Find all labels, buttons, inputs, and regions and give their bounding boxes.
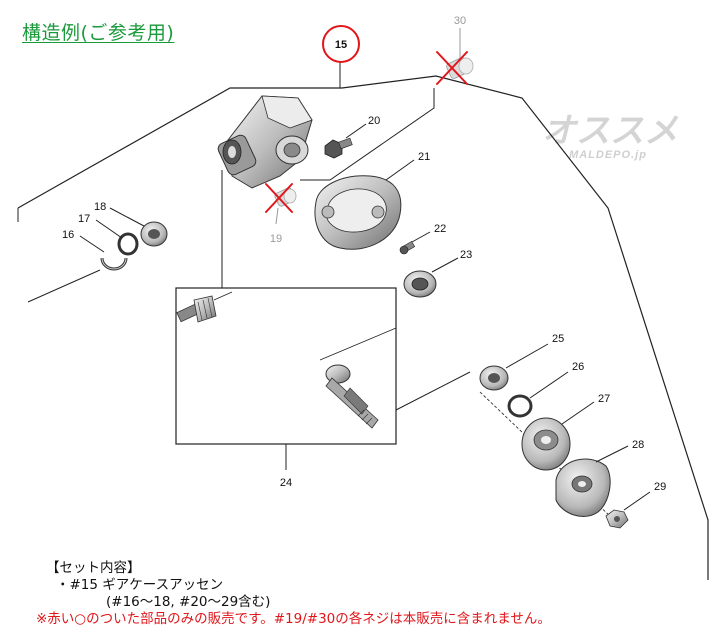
set-contents-line1: ・#15 ギアケースアッセン bbox=[56, 577, 224, 593]
label-28: 28 bbox=[632, 439, 644, 451]
label-18: 18 bbox=[94, 201, 106, 213]
selected-marker-15 bbox=[322, 25, 360, 63]
cup-28 bbox=[555, 458, 611, 517]
label-29: 29 bbox=[654, 481, 666, 493]
gear-case-part bbox=[217, 95, 313, 189]
leader-26 bbox=[529, 371, 569, 399]
pinion-gear-24a bbox=[176, 295, 217, 323]
leader-19 bbox=[275, 207, 279, 225]
label-30: 30 bbox=[454, 15, 466, 27]
bearing-23 bbox=[403, 270, 437, 298]
leader-16 bbox=[79, 235, 105, 253]
snap-ring-16 bbox=[100, 257, 128, 271]
label-27: 27 bbox=[598, 393, 610, 405]
bolt-20 bbox=[324, 137, 353, 159]
label-23: 23 bbox=[460, 249, 472, 261]
shaft-axis bbox=[319, 327, 397, 361]
screw-22 bbox=[399, 240, 416, 255]
leader-18 bbox=[109, 207, 145, 227]
watermark-url: MALDEPO.jp bbox=[569, 149, 647, 161]
watermark-logo: オススメ bbox=[542, 112, 679, 150]
leader-29 bbox=[623, 491, 651, 511]
snap-ring-26 bbox=[507, 394, 533, 418]
label-22: 22 bbox=[434, 223, 446, 235]
label-25: 25 bbox=[552, 333, 564, 345]
outline-frame bbox=[17, 75, 709, 580]
leader-23 bbox=[431, 257, 459, 273]
bearing-18 bbox=[140, 221, 168, 247]
label-16: 16 bbox=[62, 229, 74, 241]
axis-box-right bbox=[395, 371, 471, 411]
bracket-30 bbox=[300, 88, 435, 181]
nut-29 bbox=[605, 509, 629, 529]
label-15: 15 bbox=[335, 39, 347, 51]
label-24: 24 bbox=[280, 477, 292, 489]
axis-left bbox=[27, 269, 101, 303]
excluded-mark-19 bbox=[265, 183, 293, 213]
label-20: 20 bbox=[368, 115, 380, 127]
label-19: 19 bbox=[270, 233, 282, 245]
screw-19 bbox=[274, 187, 297, 207]
box-link-2 bbox=[213, 291, 233, 301]
sale-warning: ※赤い○のついた部品のみの販売です。#19/#30の各ネジは本販売に含まれません… bbox=[36, 611, 551, 627]
ring-17 bbox=[117, 232, 139, 256]
label-17: 17 bbox=[78, 213, 90, 225]
diagram-title: 構造例(ご参考用) bbox=[22, 22, 175, 44]
leader-20 bbox=[345, 123, 367, 139]
set-contents-heading: 【セット内容】 bbox=[46, 560, 141, 576]
output-shaft-24b bbox=[325, 364, 379, 429]
screw-30 bbox=[446, 57, 474, 79]
leader-21 bbox=[385, 159, 415, 181]
excluded-mark-30 bbox=[436, 51, 468, 85]
set-contents-line2: (#16～18, #20～29含む) bbox=[106, 594, 271, 610]
leader-25 bbox=[505, 343, 549, 369]
holder-plate-27 bbox=[521, 417, 571, 471]
leader-17 bbox=[95, 219, 123, 239]
leader-27 bbox=[561, 401, 595, 425]
label-21: 21 bbox=[418, 151, 430, 163]
leader-22 bbox=[411, 231, 431, 243]
leader-28 bbox=[595, 445, 629, 463]
label-26: 26 bbox=[572, 361, 584, 373]
bearing-25 bbox=[479, 365, 509, 391]
cover-plate-21 bbox=[314, 175, 402, 250]
